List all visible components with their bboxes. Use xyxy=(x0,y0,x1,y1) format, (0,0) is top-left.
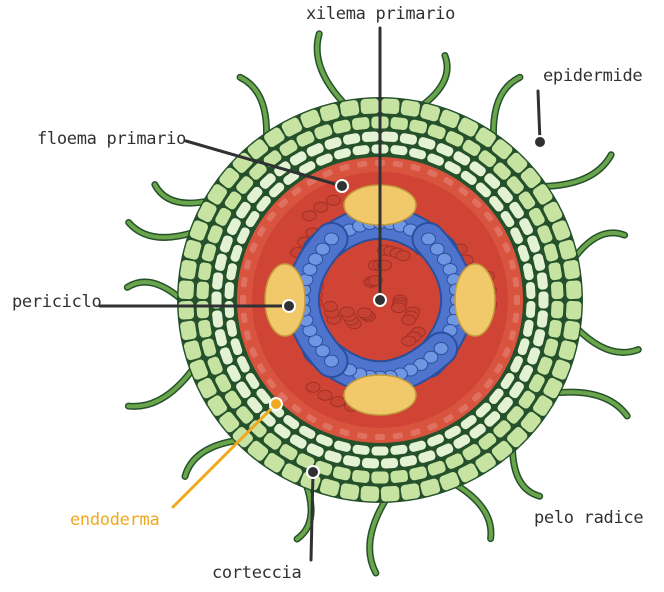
epidermis-cell xyxy=(566,280,582,299)
xylem-cell xyxy=(306,382,320,392)
cortex-cell xyxy=(539,291,549,308)
label-pelo-radice: pelo radice xyxy=(534,508,643,528)
cortex-cell xyxy=(381,131,399,142)
root-hair-fill xyxy=(185,440,240,476)
cortex-inner-cell xyxy=(372,447,389,456)
cortex-outer-cell xyxy=(352,470,370,484)
epidermis-cell xyxy=(178,301,194,320)
epidermis-cell xyxy=(178,280,194,299)
root-hair-fill xyxy=(512,447,539,496)
leader-floema-dot xyxy=(336,180,348,192)
xylem-cell xyxy=(323,302,337,312)
root-hair-fill xyxy=(317,34,345,105)
xylem-cell xyxy=(302,211,316,221)
cortex-inner-cell xyxy=(224,282,234,300)
xylem-cell xyxy=(318,390,332,400)
phloem-cell xyxy=(421,233,435,245)
xylem-cell xyxy=(396,251,410,261)
cortex-cell xyxy=(381,458,399,469)
cortex-inner-cell xyxy=(526,301,536,319)
label-epidermide: epidermide xyxy=(543,66,642,86)
endodermis-cell xyxy=(375,434,385,440)
epidermis-cell xyxy=(339,483,359,501)
endodermis-cell xyxy=(514,295,520,305)
label-corteccia: corteccia xyxy=(212,563,301,583)
epidermis-cell xyxy=(360,98,379,114)
xylem-cell xyxy=(402,336,416,346)
leader-epidermide-dot xyxy=(534,136,546,148)
xylem-pole xyxy=(265,264,305,336)
epidermis-cell xyxy=(180,259,198,279)
root-hair-fill xyxy=(454,484,491,539)
epidermis-cell xyxy=(563,320,581,340)
cortex-outer-cell xyxy=(196,301,209,319)
leader-periciclo-dot xyxy=(283,300,295,312)
xylem-cell xyxy=(358,308,372,318)
xylem-pole xyxy=(455,264,495,336)
phloem-cell xyxy=(316,243,330,255)
leader-endoderma-dot xyxy=(270,398,282,410)
cortex-outer-cell xyxy=(551,281,564,299)
epidermis-cell xyxy=(360,486,379,502)
leader-epidermide xyxy=(538,91,540,142)
leader-corteccia xyxy=(311,472,313,560)
phloem-cell xyxy=(325,355,339,367)
xylem-cell xyxy=(327,195,341,205)
cortex-outer-cell xyxy=(551,301,564,319)
xylem-cell xyxy=(331,397,345,407)
epidermis-cell xyxy=(563,259,581,279)
leader-xilema-dot xyxy=(374,294,386,306)
epidermis-cell xyxy=(381,98,400,114)
root-hair-fill xyxy=(128,368,193,407)
cortex-outer-cell xyxy=(352,117,370,131)
label-endoderma: endoderma xyxy=(70,510,159,530)
root-hair-fill xyxy=(542,155,611,187)
phloem-cell xyxy=(325,233,339,245)
cortex-outer-cell xyxy=(390,117,408,131)
epidermis-cell xyxy=(400,483,420,501)
xylem-cell xyxy=(314,202,328,212)
cortex-outer-cell xyxy=(371,472,388,484)
endodermis-cell xyxy=(240,295,246,305)
leader-corteccia-dot xyxy=(307,466,319,478)
cortex-outer-cell xyxy=(196,281,209,299)
label-xilema-primario: xilema primario xyxy=(306,4,455,24)
root-hair-fill xyxy=(240,77,266,138)
root-hair-fill xyxy=(493,77,519,138)
xylem-cell xyxy=(391,303,405,313)
cortex-cell xyxy=(362,458,380,469)
epidermis-cell xyxy=(180,320,198,340)
cortex-outer-cell xyxy=(390,470,408,484)
epidermis-cell xyxy=(400,100,420,118)
xylem-cell xyxy=(402,315,416,325)
epidermis-cell xyxy=(566,301,582,320)
xylem-pole xyxy=(344,375,416,415)
cortex-inner-cell xyxy=(224,301,234,319)
label-floema-primario: floema primario xyxy=(37,129,186,149)
epidermis-cell xyxy=(381,486,400,502)
cortex-cell xyxy=(362,131,380,142)
label-periciclo: periciclo xyxy=(12,292,101,312)
epidermis-cell xyxy=(339,100,359,118)
cortex-inner-cell xyxy=(526,282,536,300)
xylem-cell xyxy=(340,307,354,317)
